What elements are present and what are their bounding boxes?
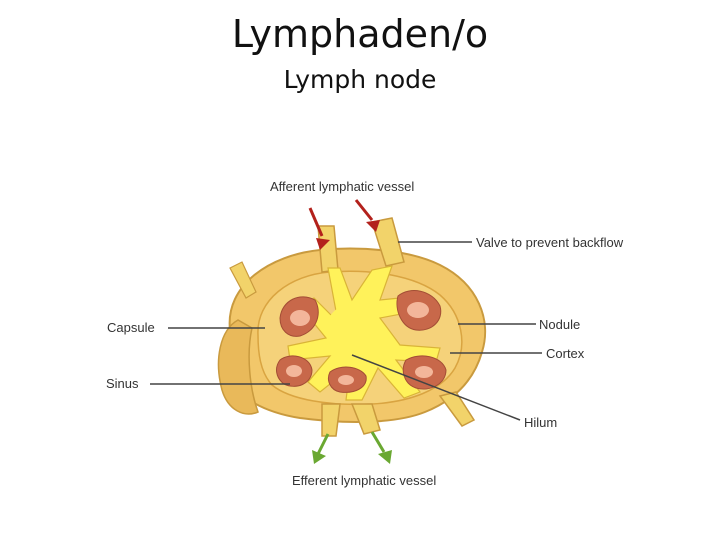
label-afferent: Afferent lymphatic vessel xyxy=(270,179,414,194)
efferent-vessel-left xyxy=(321,403,341,437)
node-left-lobe xyxy=(217,319,259,415)
label-hilum: Hilum xyxy=(524,415,557,430)
efferent-arrows xyxy=(312,431,392,464)
label-valve: Valve to prevent backflow xyxy=(476,235,624,250)
side-vessel xyxy=(229,261,257,299)
slide-subtitle: Lymph node xyxy=(283,65,437,94)
medulla-center xyxy=(326,304,378,356)
leader-lines xyxy=(150,241,542,421)
afferent-arrows xyxy=(308,199,380,250)
efferent-vessel-right xyxy=(350,403,381,435)
slide-title: Lymphaden/o xyxy=(231,12,489,56)
nodules xyxy=(276,290,447,393)
label-cortex: Cortex xyxy=(546,346,585,361)
label-nodule: Nodule xyxy=(539,317,580,332)
hilum-vessel xyxy=(438,391,476,427)
label-sinus: Sinus xyxy=(106,376,139,391)
afferent-vessel-right xyxy=(371,217,405,267)
label-efferent: Efferent lymphatic vessel xyxy=(292,473,436,488)
label-capsule: Capsule xyxy=(107,320,155,335)
